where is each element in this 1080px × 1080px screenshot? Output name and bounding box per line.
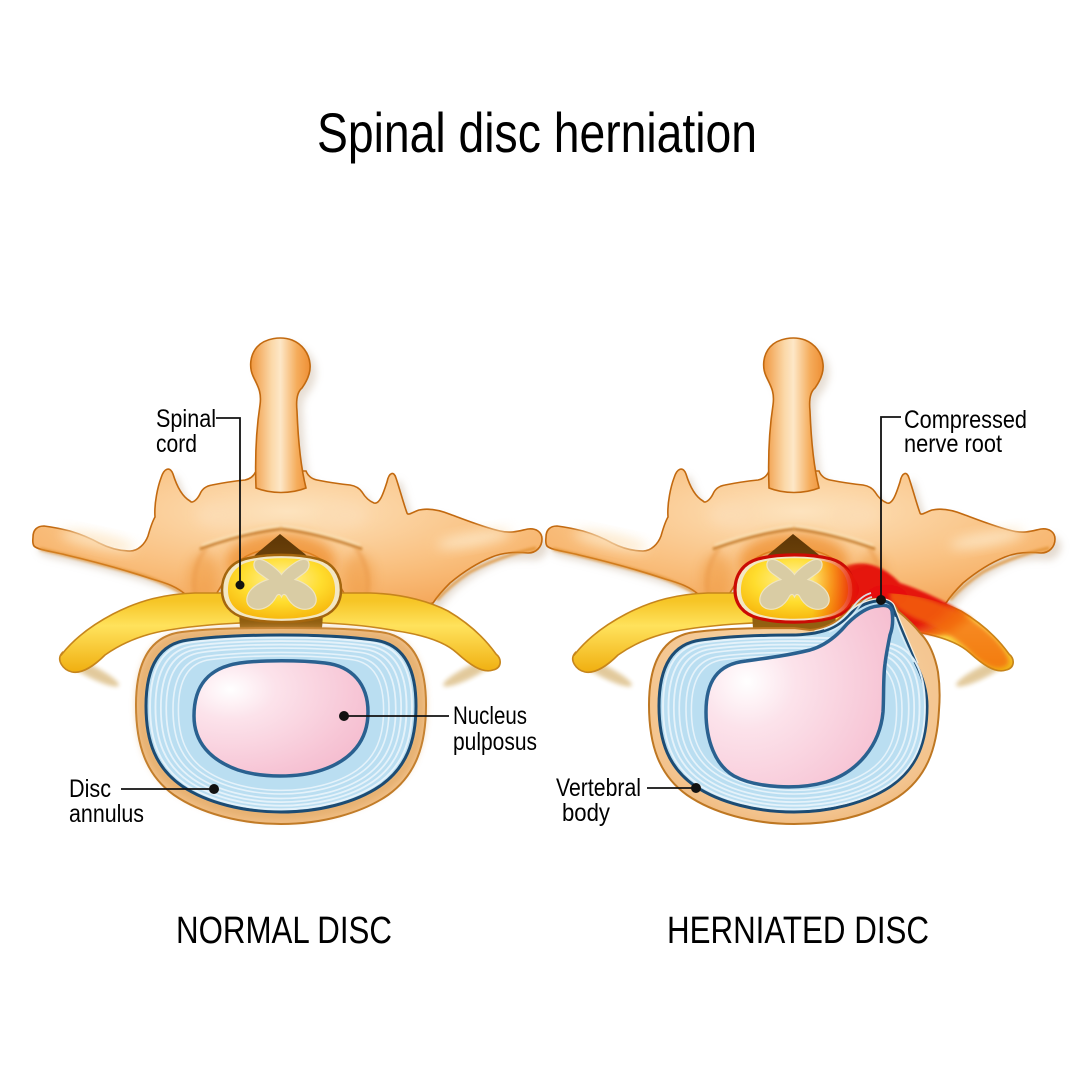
svg-text:Spinal disc herniation: Spinal disc herniation (317, 101, 757, 164)
svg-text:NORMAL DISC: NORMAL DISC (176, 910, 392, 952)
svg-text:Compressed: Compressed (904, 406, 1027, 434)
svg-text:annulus: annulus (69, 800, 144, 828)
svg-text:Spinal: Spinal (156, 405, 216, 433)
svg-text:nerve root: nerve root (904, 430, 1002, 458)
svg-text:pulposus: pulposus (453, 728, 537, 756)
svg-text:cord: cord (156, 430, 197, 458)
svg-text:HERNIATED DISC: HERNIATED DISC (667, 910, 929, 952)
svg-text:body: body (562, 799, 610, 827)
svg-text:Nucleus: Nucleus (453, 702, 527, 730)
svg-text:Vertebral: Vertebral (556, 774, 641, 802)
svg-text:Disc: Disc (69, 775, 111, 803)
